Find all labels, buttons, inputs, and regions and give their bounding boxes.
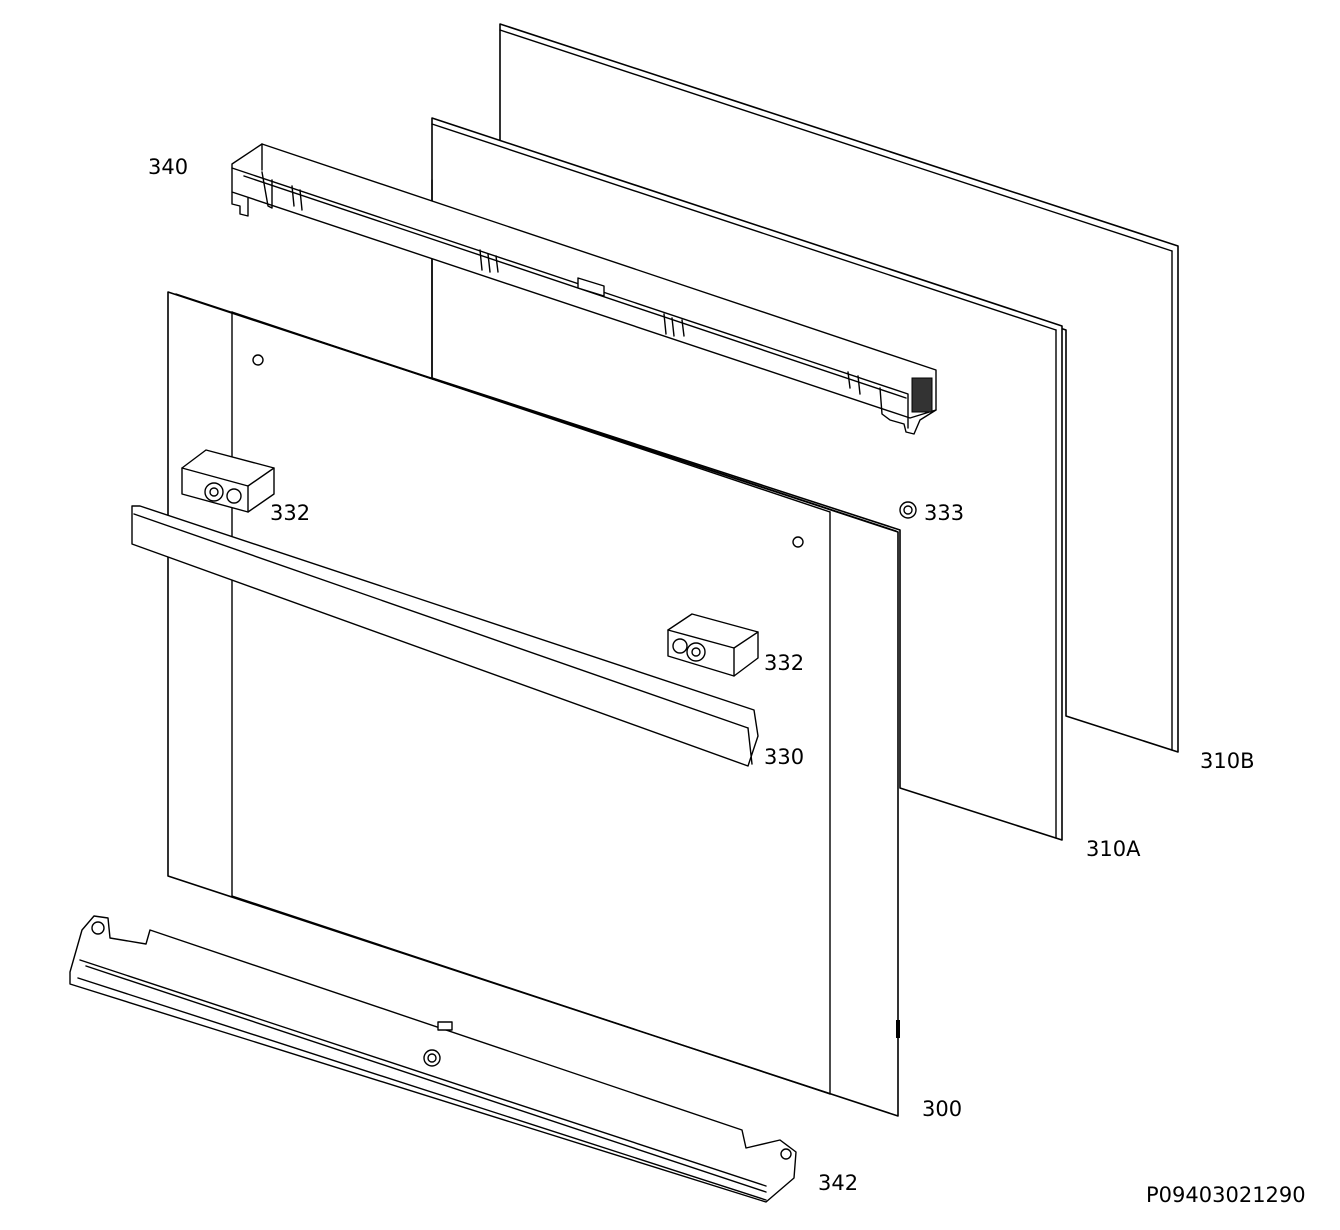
drawing-code: P09403021290: [1146, 1183, 1306, 1207]
label-340: 340: [148, 155, 188, 179]
label-310b: 310B: [1200, 749, 1255, 773]
label-310a: 310A: [1086, 837, 1141, 861]
label-333: 333: [924, 501, 964, 525]
label-300: 300: [922, 1097, 962, 1121]
hinge-block-332-left: [181, 449, 275, 513]
door-handle-330: [131, 505, 759, 767]
bottom-trim-342: [69, 915, 797, 1203]
hinge-block-332-right: [667, 613, 759, 677]
screw-333: [899, 501, 917, 519]
label-330: 330: [764, 745, 804, 769]
label-332-left: 332: [270, 501, 310, 525]
front-door-panel-300: [167, 291, 900, 1117]
label-342: 342: [818, 1171, 858, 1195]
top-trim-340: [231, 143, 937, 435]
label-332-right: 332: [764, 651, 804, 675]
